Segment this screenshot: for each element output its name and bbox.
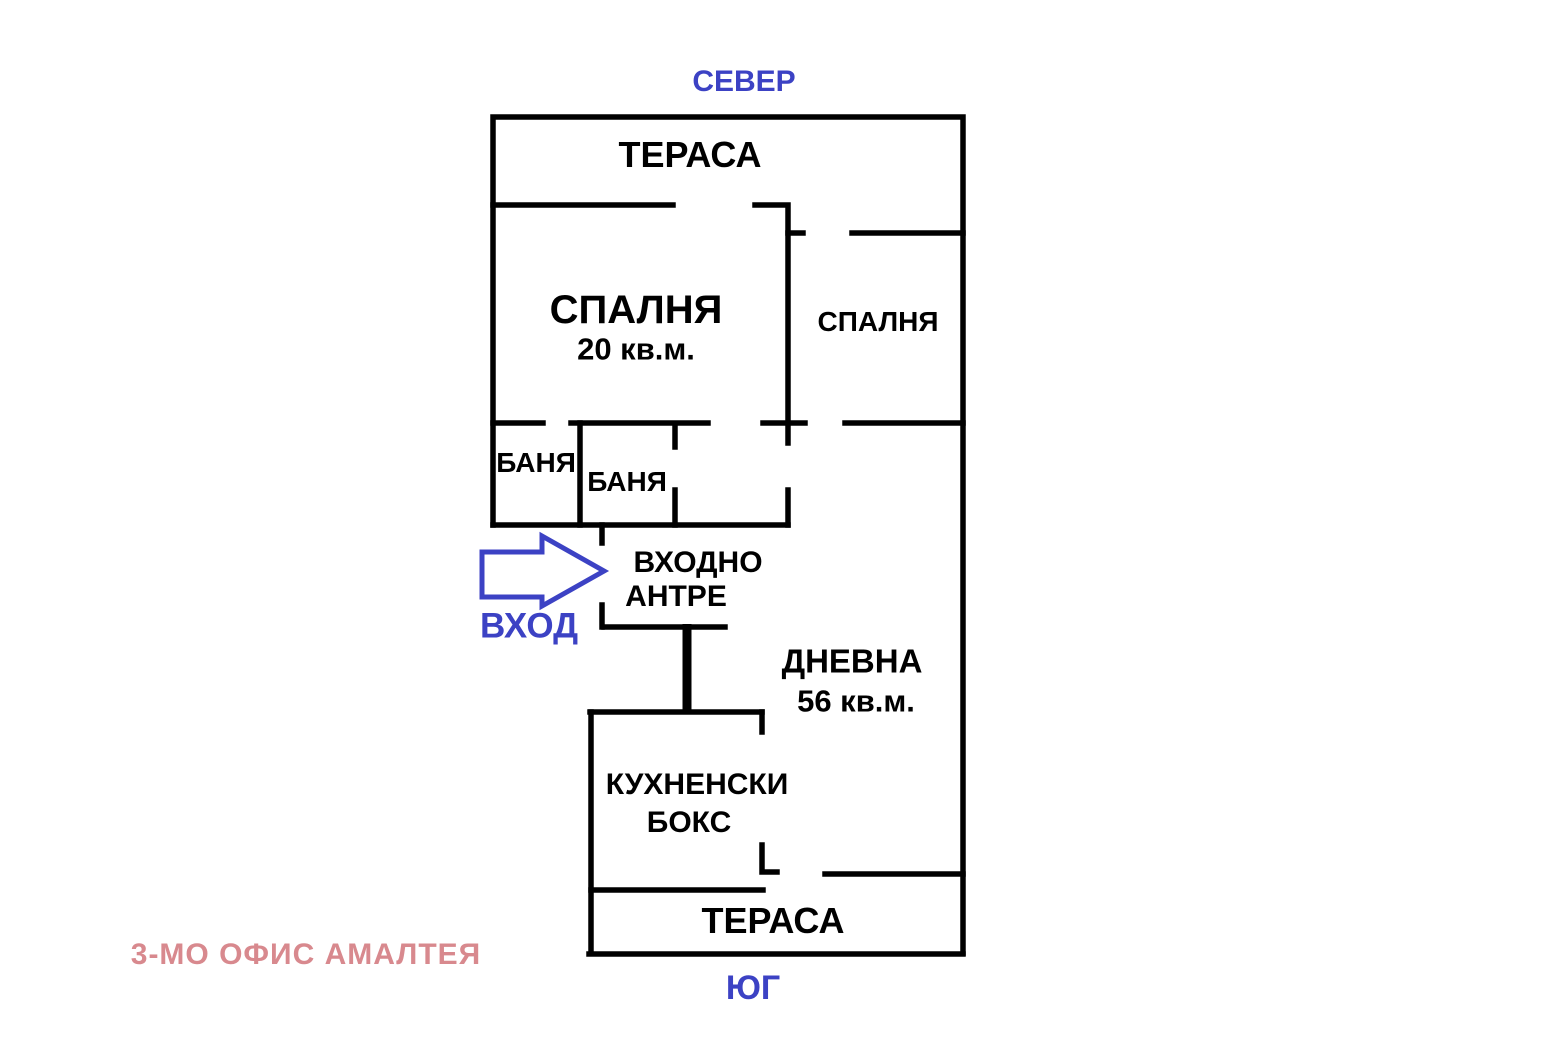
bathroom-2-label: БАНЯ <box>587 466 667 497</box>
living-room-area-label: 56 кв.м. <box>797 683 915 719</box>
terrace-north-label: ТЕРАСА <box>618 134 762 175</box>
bathroom-1-label: БАНЯ <box>496 447 576 478</box>
entry-hall-label-line1: ВХОДНО <box>633 546 763 579</box>
entrance-label: ВХОД <box>479 606 579 646</box>
kitchen-label-line2: БОКС <box>646 806 732 839</box>
bedroom-main-label: СПАЛНЯ <box>549 288 723 332</box>
bedroom-second-label: СПАЛНЯ <box>817 306 939 337</box>
compass-north-label: СЕВЕР <box>692 65 796 98</box>
watermark-text: 3-МО ОФИС АМАЛТЕЯ <box>130 938 482 971</box>
living-room-label: ДНЕВНА <box>781 642 923 680</box>
terrace-south-label: ТЕРАСА <box>701 900 845 941</box>
compass-south-label: ЮГ <box>725 969 781 1007</box>
entrance-arrow-icon <box>479 531 610 611</box>
bedroom-main-area-label: 20 кв.м. <box>577 331 695 367</box>
entry-hall-label-line2: АНТРЕ <box>625 580 727 613</box>
kitchen-label-line1: КУХНЕНСКИ <box>605 768 789 801</box>
